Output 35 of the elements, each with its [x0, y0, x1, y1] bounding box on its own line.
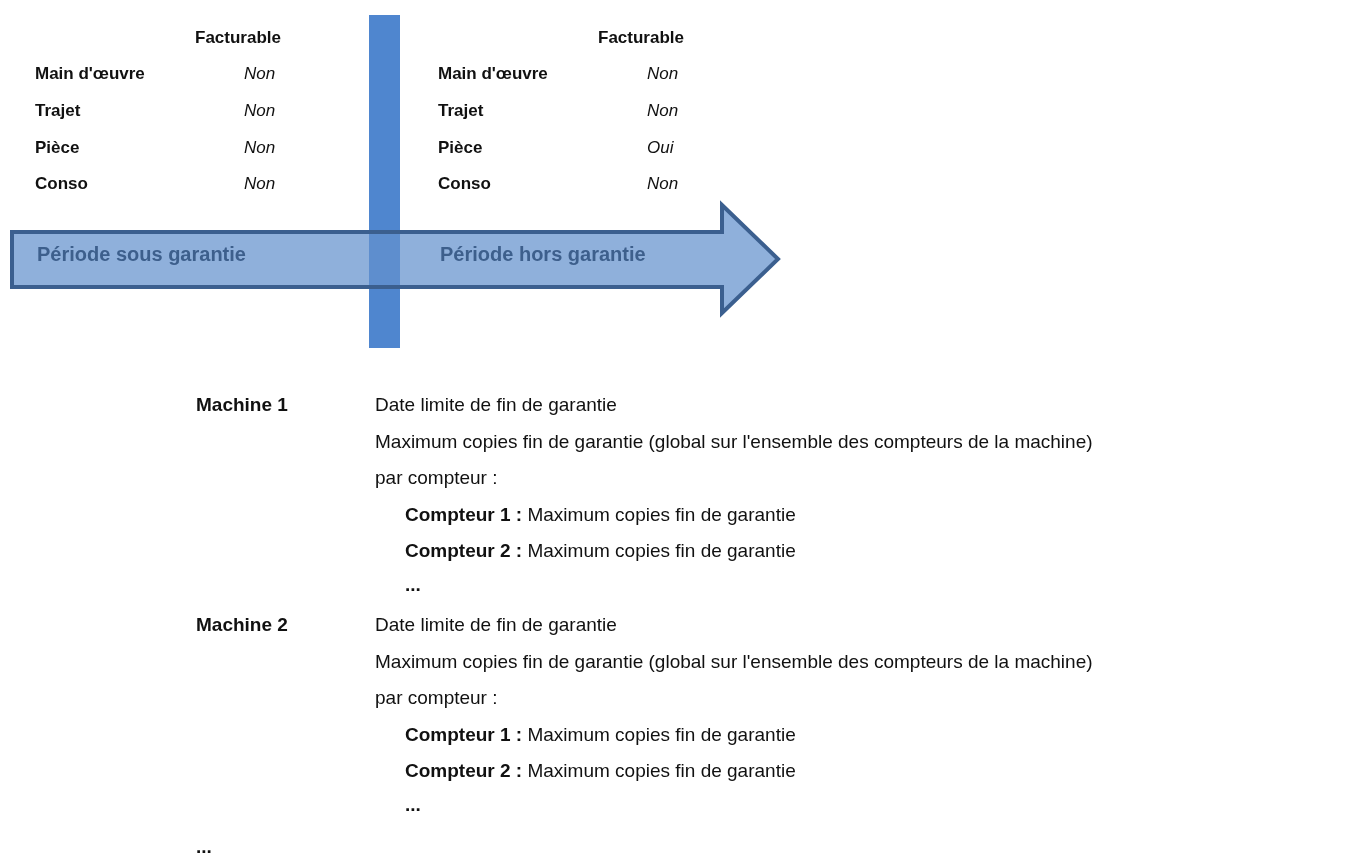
text-line: Date limite de fin de garantie [375, 394, 617, 417]
row-label: Trajet [35, 101, 81, 122]
machine-name: Machine 2 [196, 614, 288, 637]
table-value: Oui [647, 138, 674, 159]
row-label: Pièce [438, 138, 483, 159]
text-line: Compteur 1 : Maximum copies fin de garantie [405, 724, 796, 747]
text-line: Compteur 2 : Maximum copies fin de garantie [405, 760, 796, 783]
table-value: Non [244, 174, 276, 195]
period-label: Période sous garantie [37, 243, 246, 266]
row-label: Trajet [438, 101, 484, 122]
text-line: Compteur 1 : Maximum copies fin de garantie [405, 504, 796, 527]
ellipsis: ... [196, 836, 212, 856]
text-line: Maximum copies fin de garantie (global sur l'ensemble des compteurs de la machine) [375, 651, 1093, 674]
table-value: Non [244, 64, 276, 85]
table-value: Non [647, 174, 679, 195]
machine-name: Machine 1 [196, 394, 288, 417]
column-header: Facturable [598, 28, 684, 49]
text-line: Date limite de fin de garantie [375, 614, 617, 637]
table-value: Non [647, 64, 679, 85]
column-header: Facturable [195, 28, 281, 49]
row-label: Pièce [35, 138, 80, 159]
table-value: Non [647, 101, 679, 122]
text-line: par compteur : [375, 467, 498, 490]
ellipsis: ... [405, 794, 421, 817]
row-label: Main d'œuvre [438, 64, 548, 85]
text-line: Compteur 2 : Maximum copies fin de garantie [405, 540, 796, 563]
text-line: Maximum copies fin de garantie (global sur l'ensemble des compteurs de la machine) [375, 431, 1093, 454]
table-value: Non [244, 138, 276, 159]
row-label: Main d'œuvre [35, 64, 145, 85]
table-value: Non [244, 101, 276, 122]
row-label: Conso [438, 174, 491, 195]
row-label: Conso [35, 174, 88, 195]
text-line: par compteur : [375, 687, 498, 710]
ellipsis: ... [405, 574, 421, 597]
period-label: Période hors garantie [440, 243, 646, 266]
